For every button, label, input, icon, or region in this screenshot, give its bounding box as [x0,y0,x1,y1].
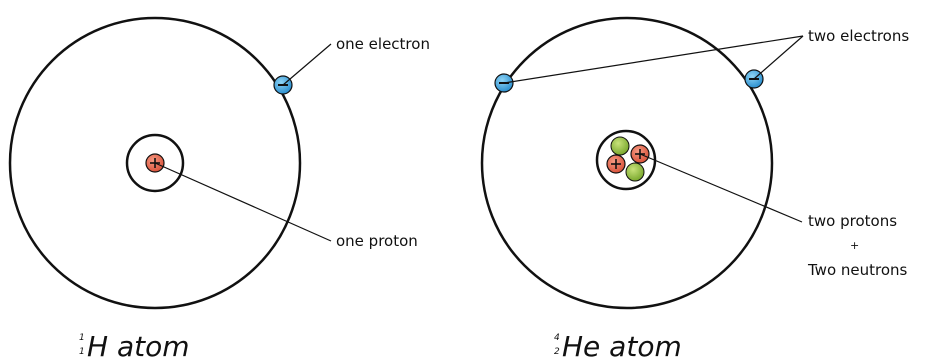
helium-mass-number: 4 [554,333,560,343]
hydrogen-electron-orbit [8,16,302,310]
hydrogen-atom: one electron one proton 1 1 H atom [8,16,430,359]
hydrogen-atomic-number: 1 [79,347,85,357]
two-electrons-leader-line [503,35,804,84]
helium-caption: 4 2 He atom [554,330,682,359]
helium-neutron [610,136,630,156]
two-electrons-leader-line [753,35,804,80]
helium-electron-orbit [480,16,774,310]
plus-sign-label: + [850,239,859,252]
hydrogen-caption: 1 1 H atom [79,330,190,359]
one-electron-leader-line [282,43,332,86]
hydrogen-mass-number: 1 [79,333,85,343]
helium-atom-name: He atom [562,330,682,359]
hydrogen-nucleus-shell [125,133,185,193]
hydrogen-atom-name: H atom [87,330,190,359]
one-proton-label: one proton [336,232,418,250]
two-neutrons-label: Two neutrons [807,261,908,279]
helium-proton [606,154,626,174]
nucleus-leader-line [639,153,803,223]
helium-atomic-number: 2 [554,347,560,357]
two-electrons-label: two electrons [808,27,909,45]
two-protons-label: two protons [808,212,897,230]
one-proton-leader-line [154,162,332,242]
helium-atom: two electrons two protons + Two neutrons… [480,16,909,359]
one-electron-label: one electron [336,35,430,53]
helium-neutron [625,162,645,182]
